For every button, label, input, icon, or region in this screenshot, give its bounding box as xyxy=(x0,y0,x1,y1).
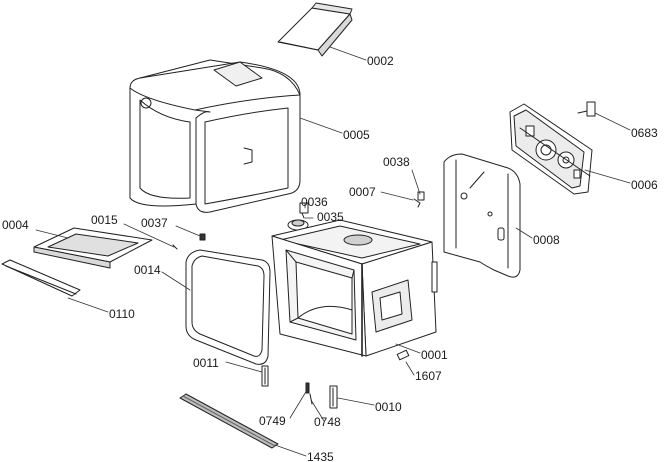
label-0007: 0007 xyxy=(349,185,376,199)
label-0748: 0748 xyxy=(314,415,341,429)
part-0010-hinge xyxy=(329,385,338,409)
label-0004: 0004 xyxy=(2,218,29,232)
label-0011: 0011 xyxy=(193,356,219,370)
part-0749-pin xyxy=(305,382,310,394)
part-1607-connector xyxy=(396,349,410,361)
part-0006-back-panel xyxy=(509,103,593,195)
label-0749: 0749 xyxy=(259,414,286,428)
label-0001: 0001 xyxy=(421,348,448,362)
leader-lines xyxy=(35,46,631,457)
part-0001-oven-cavity xyxy=(271,219,438,357)
part-0008-side-panel xyxy=(443,153,521,278)
label-1435: 1435 xyxy=(307,450,334,462)
part-1435-trim-strip xyxy=(179,393,279,449)
part-0005-outer-casing xyxy=(129,59,301,213)
part-0007-clip xyxy=(413,198,421,208)
label-0110: 0110 xyxy=(109,307,135,321)
part-0002-lid xyxy=(277,2,353,57)
label-0015: 0015 xyxy=(91,213,118,227)
label-0014: 0014 xyxy=(134,263,161,277)
part-0110-rail xyxy=(1,259,81,297)
part-0748-pin xyxy=(309,393,313,405)
label-1607: 1607 xyxy=(415,369,442,383)
part-0035-lamp-holder xyxy=(287,219,309,231)
part-0014-door-seal xyxy=(185,249,271,365)
part-0037-clip xyxy=(199,233,206,241)
label-0008: 0008 xyxy=(533,233,560,247)
label-0010: 0010 xyxy=(375,400,402,414)
part-0038-clip xyxy=(417,191,425,201)
label-0006: 0006 xyxy=(631,178,658,192)
label-0037: 0037 xyxy=(141,216,168,230)
part-0011-hinge xyxy=(261,365,269,387)
part-0015-screw xyxy=(172,244,178,250)
part-0683-screw xyxy=(577,101,596,117)
part-0036-lamp-cover xyxy=(299,202,309,219)
label-0038: 0038 xyxy=(383,155,410,169)
label-0002: 0002 xyxy=(367,54,394,68)
label-0005: 0005 xyxy=(343,128,370,142)
label-0036: 0036 xyxy=(301,195,328,209)
label-0683: 0683 xyxy=(631,126,658,140)
label-0035: 0035 xyxy=(317,210,344,224)
